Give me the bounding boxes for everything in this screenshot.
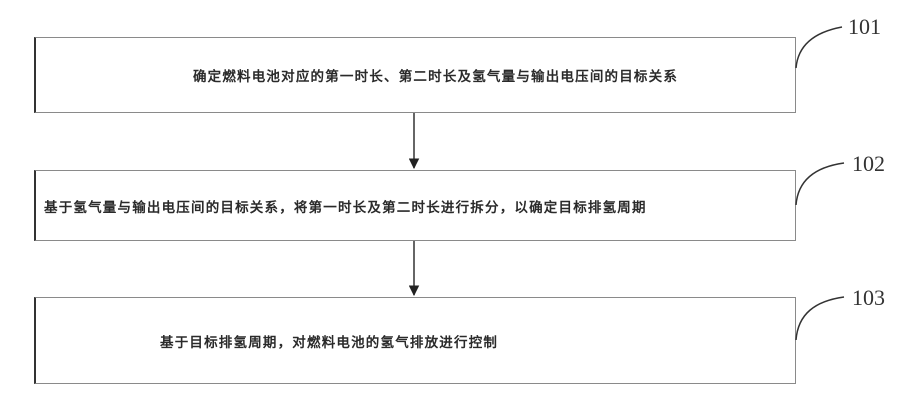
step-box-103: 基于目标排氢周期，对燃料电池的氢气排放进行控制: [34, 297, 796, 384]
leader-line-103: [795, 296, 845, 341]
step-text-101: 确定燃料电池对应的第一时长、第二时长及氢气量与输出电压间的目标关系: [192, 69, 679, 85]
step-box-101: 确定燃料电池对应的第一时长、第二时长及氢气量与输出电压间的目标关系: [34, 37, 796, 113]
step-label-103: 103: [852, 285, 885, 310]
step-text-103: 基于目标排氢周期，对燃料电池的氢气排放进行控制: [160, 334, 499, 351]
leader-line-101: [795, 26, 843, 69]
step-label-102: 102: [852, 151, 885, 176]
step-box-102: 基于氢气量与输出电压间的目标关系，将第一时长及第二时长进行拆分，以确定目标排氢周…: [34, 170, 796, 241]
step-text-102: 基于氢气量与输出电压间的目标关系，将第一时长及第二时长进行拆分，以确定目标排氢周…: [44, 199, 647, 216]
step-label-101: 101: [848, 14, 881, 39]
leader-line-102: [795, 162, 845, 206]
